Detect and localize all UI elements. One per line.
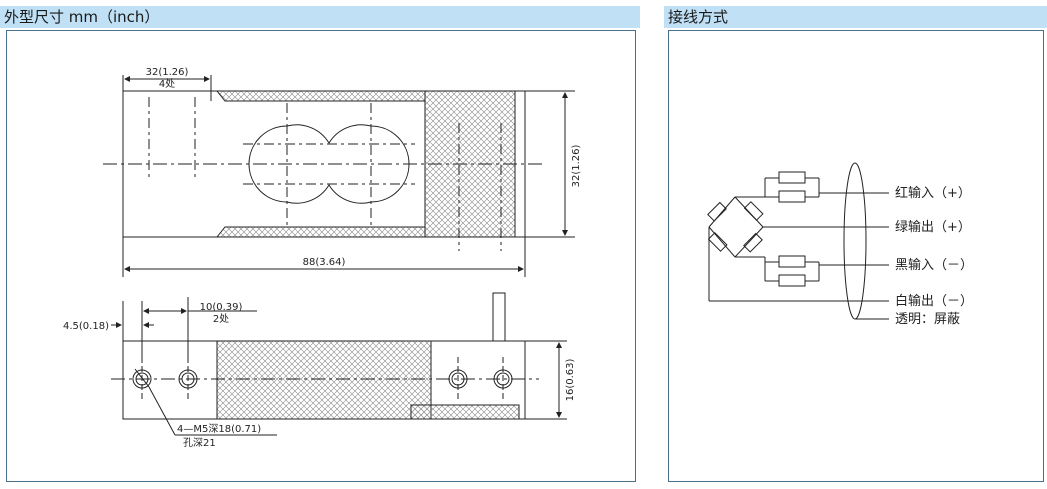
- dimensions-drawing-frame: 32(1.26) 4处 32(1.26) 88(3.64): [6, 30, 636, 482]
- dim-offset: 4.5(0.18): [63, 321, 109, 332]
- dim-four-places: 4处: [159, 78, 175, 90]
- dim-side-height: 16(0.63): [565, 359, 576, 402]
- wiring-diagram: 红输入（+） 绿输出（+） 黑输入（－） 白输出（－） 透明：屏蔽: [707, 162, 973, 327]
- dim-height: 32(1.26): [571, 145, 582, 188]
- wiring-panel-title: 接线方式: [664, 6, 1047, 28]
- dim-hole-depth: 孔深21: [183, 437, 216, 449]
- dim-two-places: 2处: [213, 313, 229, 325]
- wire-label-shield: 透明：屏蔽: [895, 312, 960, 327]
- wiring-drawing-frame: 红输入（+） 绿输出（+） 黑输入（－） 白输出（－） 透明：屏蔽: [668, 30, 1044, 482]
- wire-label-red-in: 红输入（+）: [895, 185, 971, 201]
- dimensions-panel: 外型尺寸 mm（inch）: [0, 6, 640, 484]
- dimensions-panel-title: 外型尺寸 mm（inch）: [0, 6, 640, 28]
- wire-label-white-out: 白输出（－）: [895, 293, 973, 309]
- dim-thread: 4—M5深18(0.71): [177, 423, 261, 435]
- side-view: [111, 292, 567, 436]
- side-hatch-foot: [410, 404, 520, 420]
- wire-label-green-out: 绿输出（+）: [895, 219, 971, 235]
- dimension-drawing: 32(1.26) 4处 32(1.26) 88(3.64): [63, 67, 582, 449]
- wire-label-black-in: 黑输入（－）: [895, 257, 973, 273]
- side-hatch-block: [216, 340, 432, 420]
- cable-stub: [492, 292, 506, 342]
- top-view: [103, 75, 575, 277]
- dim-spacing: 10(0.39): [200, 302, 243, 313]
- dim-top-width: 32(1.26): [146, 67, 189, 78]
- top-hatch-strip: [215, 90, 426, 102]
- wiring-panel: 接线方式: [664, 6, 1047, 484]
- shield-ellipse: [843, 162, 867, 320]
- bottom-hatch-strip: [215, 226, 426, 238]
- dim-length: 88(3.64): [303, 257, 346, 268]
- bridge-circuit: [707, 162, 889, 320]
